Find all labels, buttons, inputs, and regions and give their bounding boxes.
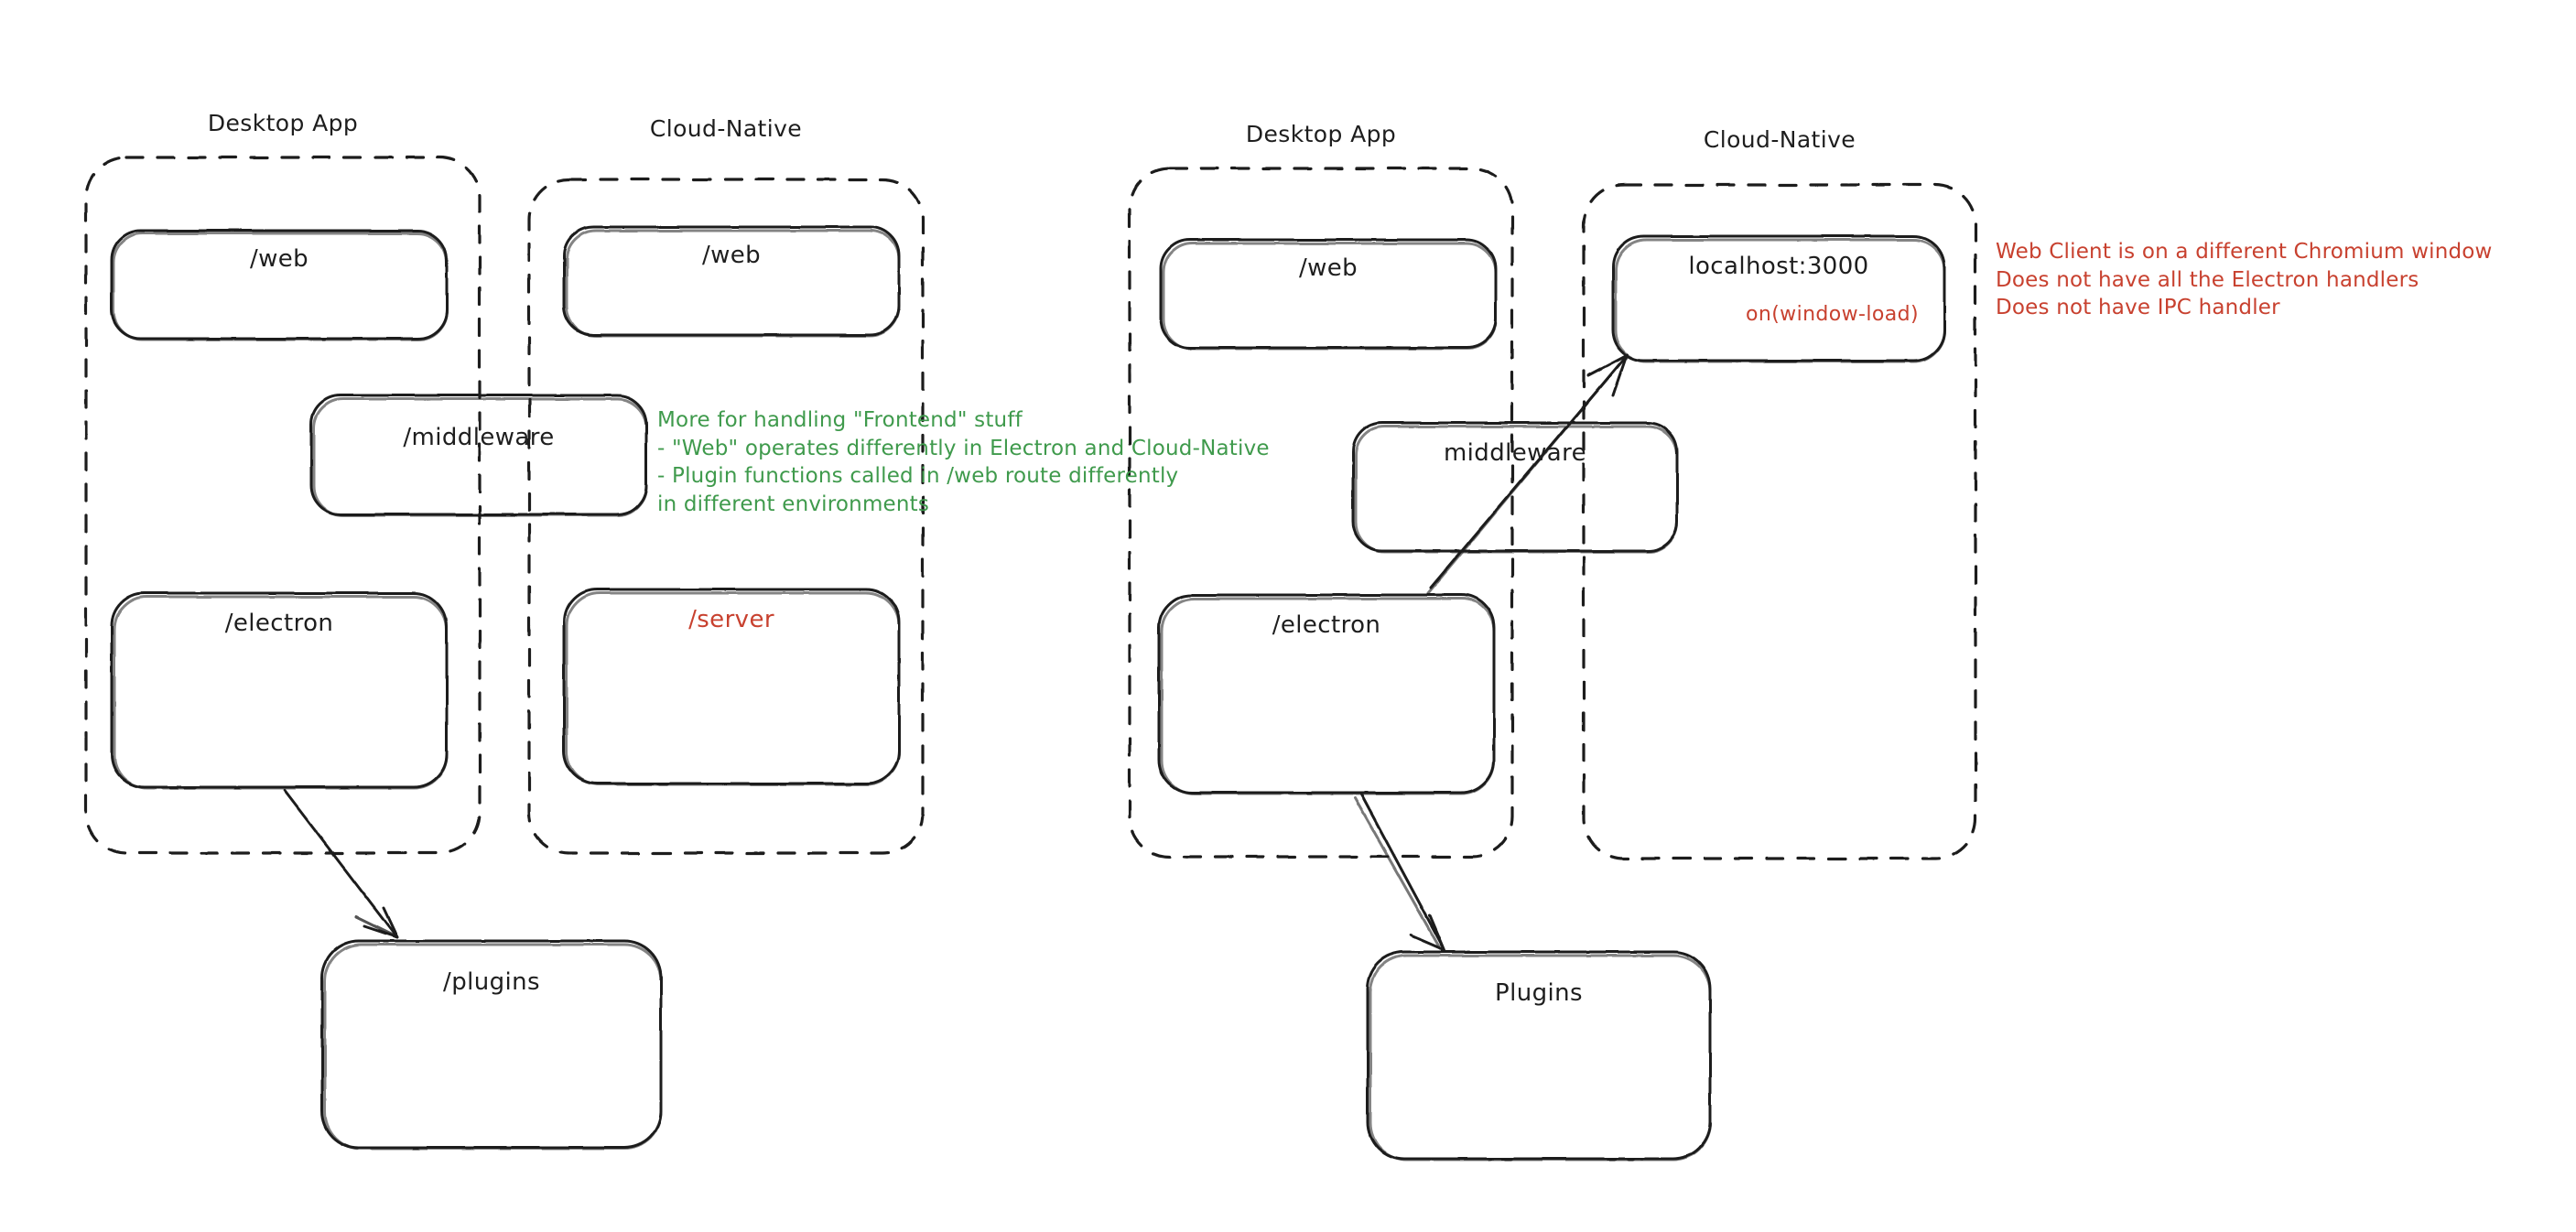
node-label-left-electron: /electron: [224, 610, 334, 637]
annotation-red-web-client-note: Web Client is on a different Chromium wi…: [1996, 240, 2493, 320]
arrow-right-electron-to-localhost: [1426, 353, 1629, 595]
group-title-right-cloud-native: Cloud-Native: [1703, 126, 1856, 153]
node-label-right-plugins: Plugins: [1495, 979, 1583, 1007]
node-label-right-desktop-web: /web: [1298, 254, 1358, 282]
node-label-right-electron: /electron: [1272, 611, 1381, 639]
node-label-left-middleware: /middleware: [403, 424, 555, 451]
node-label-left-plugins: /plugins: [443, 968, 540, 996]
group-title-right-desktop-app: Desktop App: [1245, 121, 1397, 147]
arrow-left-electron-to-plugins: [283, 789, 399, 939]
group-title-left-desktop-app: Desktop App: [207, 110, 359, 136]
group-box-right-cloud-native: [1582, 183, 1977, 860]
group-title-left-cloud-native: Cloud-Native: [649, 115, 803, 142]
node-label-right-localhost: localhost:3000: [1688, 253, 1869, 280]
node-label-left-desktop-web: /web: [249, 245, 309, 273]
group-box-left-cloud-native: [527, 178, 925, 855]
group-box-right-desktop-app: [1128, 167, 1514, 859]
node-sublabel-right-localhost-onwindowload: on(window-load): [1746, 303, 1919, 326]
arrow-right-electron-to-plugins: [1353, 793, 1446, 952]
node-label-right-middleware: middleware: [1443, 439, 1587, 467]
group-box-left-desktop-app: [84, 156, 482, 855]
node-label-left-server: /server: [688, 606, 774, 633]
node-label-left-cloud-web: /web: [701, 242, 762, 269]
annotation-green-frontend-note: More for handling "Frontend" stuff - "We…: [657, 408, 1270, 516]
